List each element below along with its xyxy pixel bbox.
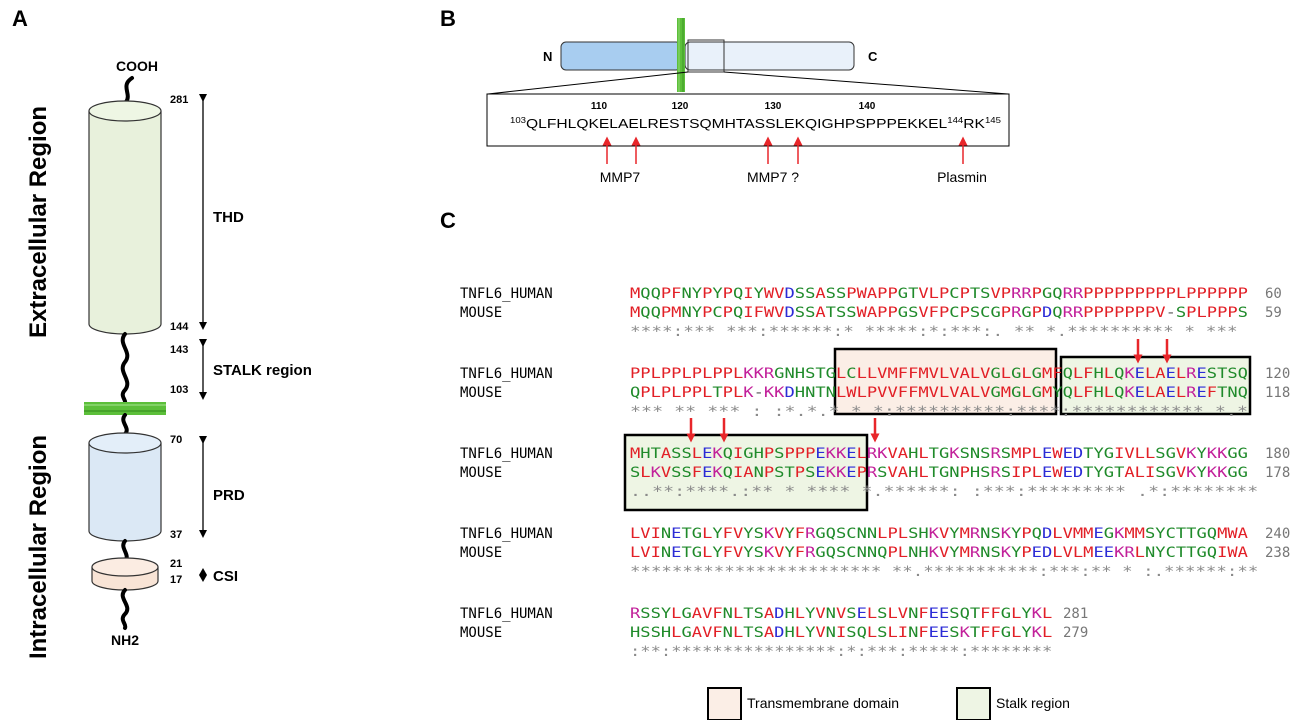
zoom-line-right	[723, 71, 1009, 95]
csi-diamond-icon	[199, 568, 207, 582]
residue-70: 70	[170, 434, 182, 446]
mouse-label: MOUSE	[460, 385, 502, 401]
intracellular-region-label: Intracellular Region	[25, 435, 52, 659]
nh2-tail	[120, 588, 130, 630]
human-position: 180	[1265, 446, 1290, 462]
human-position: 60	[1265, 286, 1282, 302]
extracellular-domain-box	[684, 41, 855, 71]
n-terminus-label: N	[543, 49, 552, 64]
prd-label: PRD	[213, 487, 245, 504]
human-label: TNFL6_HUMAN	[460, 366, 553, 382]
human-label: TNFL6_HUMAN	[460, 526, 553, 542]
alignment-arrows	[686, 339, 1172, 443]
residue-37: 37	[170, 529, 182, 541]
residue-21: 21	[170, 558, 182, 570]
membrane-bar	[84, 402, 166, 415]
conservation-line: ..**:****.:** * **** *.******: :***:****…	[630, 484, 1258, 500]
c-terminus-label: C	[868, 49, 878, 64]
mouse-position: 279	[1063, 625, 1088, 641]
mouse-label: MOUSE	[460, 545, 502, 561]
csi-label: CSI	[213, 568, 238, 585]
mouse-position: 118	[1265, 385, 1290, 401]
site-mmp7-middle: MMP7 ?	[747, 169, 799, 185]
conservation-line: ****:*** ***:******:* *****:*:***:. ** *…	[630, 324, 1238, 340]
intracellular-domain-box	[560, 41, 682, 71]
cleavage-arrows	[602, 136, 968, 164]
legend: Transmembrane domain Stalk region	[707, 687, 1070, 721]
human-label: TNFL6_HUMAN	[460, 286, 553, 302]
ruler-140: 140	[859, 101, 876, 112]
site-mmp7-left: MMP7	[600, 169, 641, 185]
cooh-label: COOH	[116, 58, 158, 74]
mouse-label: MOUSE	[460, 625, 502, 641]
sequence-mid-number: 144	[947, 116, 964, 125]
human-position: 240	[1265, 526, 1290, 542]
site-plasmin: Plasmin	[937, 169, 987, 185]
stalk-box-block3	[623, 433, 869, 512]
human-position: 281	[1063, 606, 1088, 622]
human-label: TNFL6_HUMAN	[460, 446, 553, 462]
sequence-tail: RK	[963, 116, 985, 131]
stalk-label: STALK region	[213, 362, 312, 379]
legend-stalk-label: Stalk region	[996, 695, 1070, 711]
panel-a: A Extracellular Region Intracellular Reg…	[12, 6, 312, 659]
sequence-end-number: 145	[985, 116, 1002, 125]
nh2-label: NH2	[111, 632, 139, 648]
stalk-box-block2	[1059, 355, 1252, 416]
human-position: 120	[1265, 366, 1290, 382]
conservation-line: :**:****************:*:***:*****:*******…	[630, 644, 1052, 660]
mouse-position: 238	[1265, 545, 1290, 561]
sequence-box	[486, 93, 1010, 147]
residue-17: 17	[170, 574, 182, 586]
thd-cylinder	[88, 100, 162, 335]
thd-label: THD	[213, 209, 244, 226]
ruler-130: 130	[765, 101, 782, 112]
transmembrane-box-block2	[833, 347, 1058, 416]
residue-144: 144	[170, 321, 189, 333]
stalk-wavy-line	[120, 332, 130, 406]
sequence-start-number: 103	[510, 116, 527, 125]
panel-a-letter: A	[12, 6, 28, 31]
panel-c-letter: C	[440, 208, 456, 233]
mouse-position: 178	[1265, 465, 1290, 481]
residue-281: 281	[170, 94, 188, 106]
membrane-stripe	[677, 18, 685, 92]
legend-stalk-swatch	[956, 687, 991, 721]
legend-transmembrane-label: Transmembrane domain	[747, 695, 899, 711]
panel-b-letter: B	[440, 6, 456, 31]
human-label: TNFL6_HUMAN	[460, 606, 553, 622]
stalk-zoom-box	[687, 39, 725, 73]
csi-disk	[91, 557, 159, 591]
extracellular-region-label: Extracellular Region	[25, 106, 52, 338]
mouse-label: MOUSE	[460, 305, 502, 321]
residue-103: 103	[170, 384, 188, 396]
prd-cylinder	[88, 432, 162, 542]
conservation-line: *** ** *** : :*.*.* * *:**********:****:…	[630, 404, 1248, 420]
residue-143: 143	[170, 344, 188, 356]
conservation-line: ************************ **.***********:…	[630, 564, 1258, 580]
mouse-label: MOUSE	[460, 465, 502, 481]
ruler-110: 110	[591, 101, 608, 112]
prd-link-line	[121, 413, 129, 436]
legend-transmembrane-swatch	[707, 687, 742, 721]
ruler-120: 120	[672, 101, 689, 112]
zoom-line-left	[487, 71, 689, 95]
sequence-main: QLFHLQKELAELRESTSQMHTASSLEKQIGHPSPPPEKKE…	[526, 116, 947, 131]
mouse-position: 59	[1265, 305, 1282, 321]
